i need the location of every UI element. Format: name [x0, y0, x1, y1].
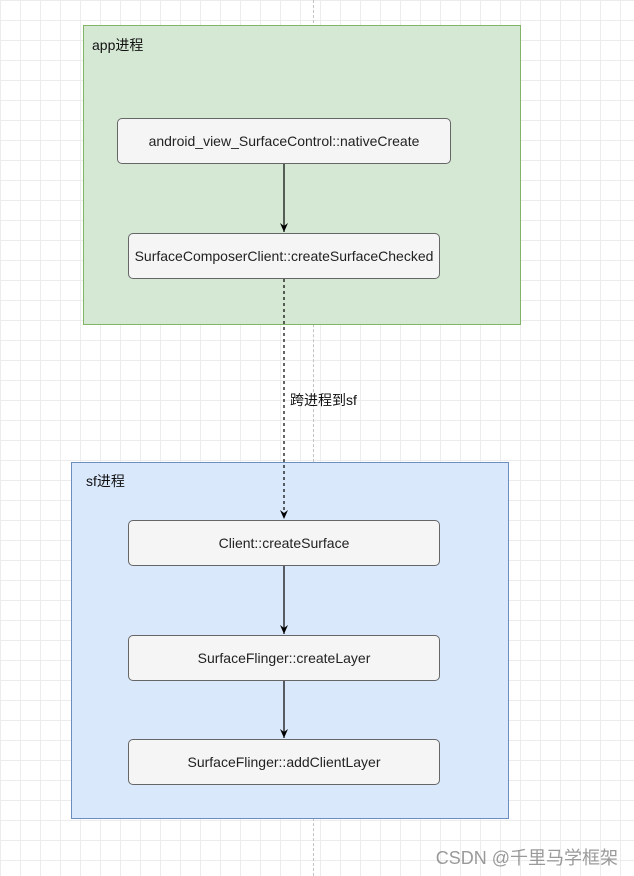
node-native-create[interactable]: android_view_SurfaceControl::nativeCreat… — [117, 118, 451, 164]
sf-process-label: sf进程 — [86, 473, 125, 489]
cross-process-edge-label: 跨进程到sf — [290, 392, 357, 408]
node-create-surface-checked[interactable]: SurfaceComposerClient::createSurfaceChec… — [128, 233, 440, 279]
watermark: CSDN @千里马学框架 — [435, 848, 618, 868]
node-client-create-surface[interactable]: Client::createSurface — [128, 520, 440, 566]
node-add-client-layer[interactable]: SurfaceFlinger::addClientLayer — [128, 739, 440, 785]
app-process-label: app进程 — [92, 37, 144, 53]
vertical-guide-line — [313, 0, 314, 876]
node-create-layer[interactable]: SurfaceFlinger::createLayer — [128, 635, 440, 681]
